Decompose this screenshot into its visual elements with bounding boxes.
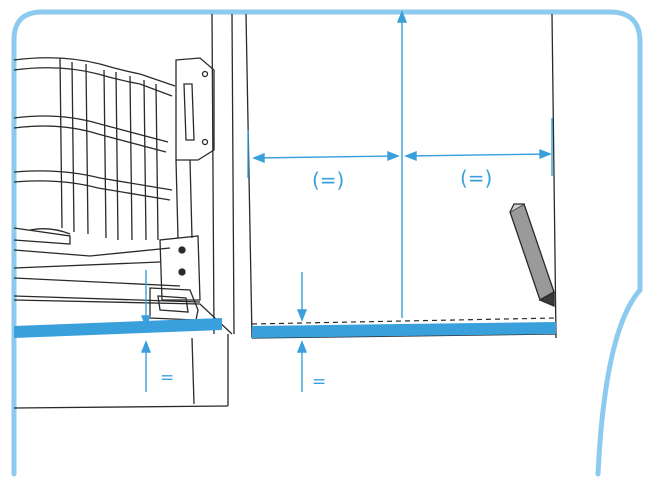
dimension-lines [140,10,553,392]
door-panel [245,13,557,339]
pencil [509,203,555,307]
label-left-gap: (=) [312,168,345,192]
plinth-strip-left [14,318,222,338]
dashed-line [251,317,557,325]
door-bottom-strip [252,322,556,338]
label-bottom-left: = [160,368,175,388]
pull-out-basket [13,13,235,409]
label-right-gap: (=) [460,166,493,190]
label-bottom-right: = [312,372,327,392]
frame-border [11,9,643,477]
